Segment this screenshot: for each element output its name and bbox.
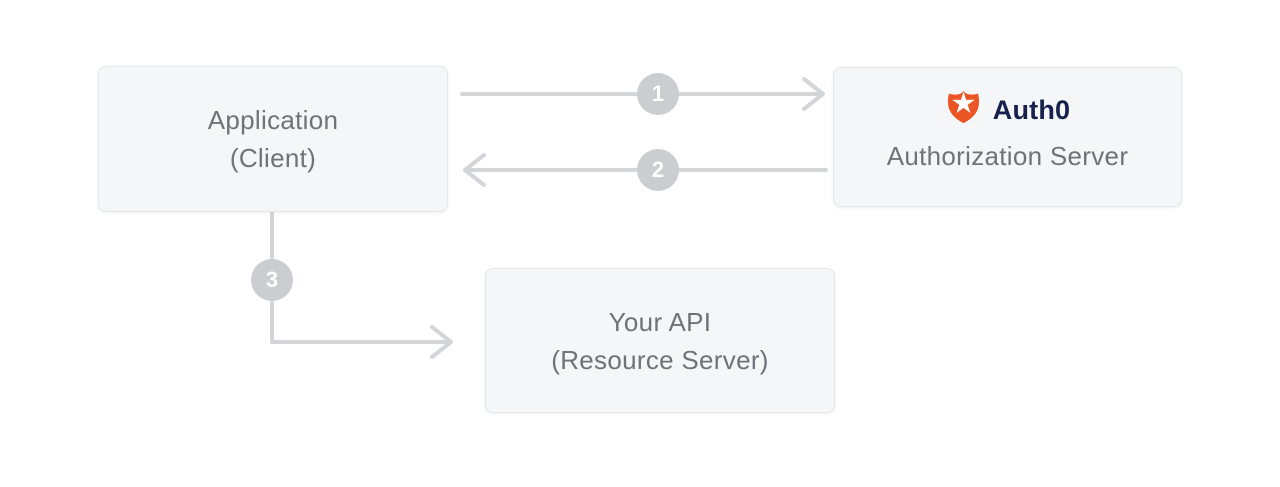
authorization-server-label: Authorization Server: [886, 140, 1129, 171]
auth0-brand-row: Auth0: [945, 90, 1071, 131]
auth0-shield-icon: [947, 90, 979, 123]
application-label-line1: Application: [207, 105, 339, 135]
step-badge-2: 2: [637, 149, 679, 191]
step-badge-3: 3: [251, 259, 293, 301]
application-label-line2: (Client): [229, 143, 317, 173]
node-application: Application (Client): [98, 66, 448, 212]
auth0-brand-name: Auth0: [992, 95, 1071, 125]
node-your-api: Your API (Resource Server): [485, 268, 835, 413]
node-authorization-server: Auth0 Authorization Server: [833, 67, 1182, 207]
api-label-line1: Your API: [608, 306, 712, 337]
arrow-step-3: [270, 210, 453, 359]
step-badge-1: 1: [637, 73, 679, 115]
api-label-line2: (Resource Server): [551, 344, 769, 375]
